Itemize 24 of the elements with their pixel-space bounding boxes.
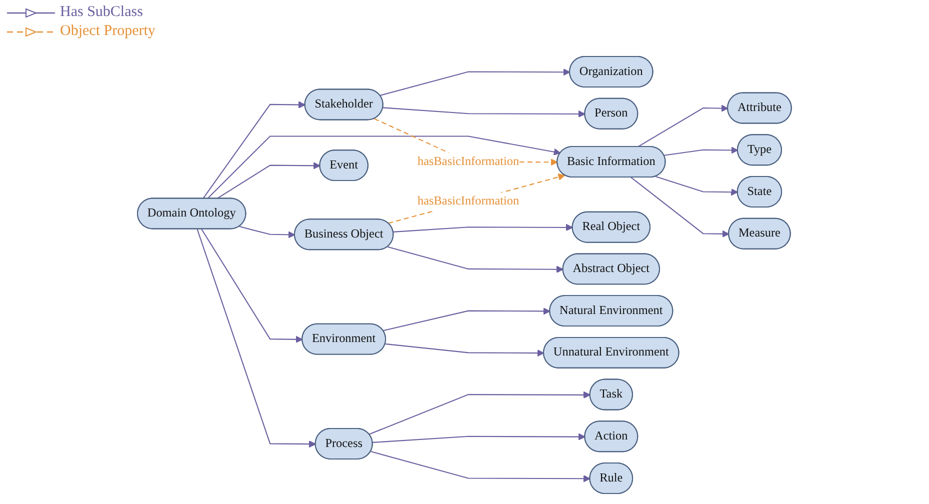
arrow <box>637 104 728 148</box>
arrow <box>655 176 738 196</box>
arrow <box>370 451 591 482</box>
arrow <box>383 308 550 332</box>
arrow <box>664 146 738 156</box>
legend-text: Has SubClass <box>60 4 143 21</box>
arrow <box>239 226 296 238</box>
arrow <box>383 107 586 118</box>
arrow <box>393 224 574 232</box>
arrow <box>372 433 586 443</box>
arrow <box>201 228 303 343</box>
arrow <box>216 162 320 200</box>
arrow <box>207 136 561 200</box>
arrow <box>369 391 591 435</box>
arrow <box>388 246 564 273</box>
arrow <box>385 343 544 357</box>
legend-text: Object Property <box>60 23 156 40</box>
arrow <box>630 177 730 238</box>
edge-label: hasBasicInformation <box>418 155 520 168</box>
arrow <box>202 101 306 199</box>
edge-label: hasBasicInformation <box>418 194 520 208</box>
arrow <box>380 68 570 96</box>
arrow <box>388 173 566 224</box>
arrow <box>196 228 316 448</box>
